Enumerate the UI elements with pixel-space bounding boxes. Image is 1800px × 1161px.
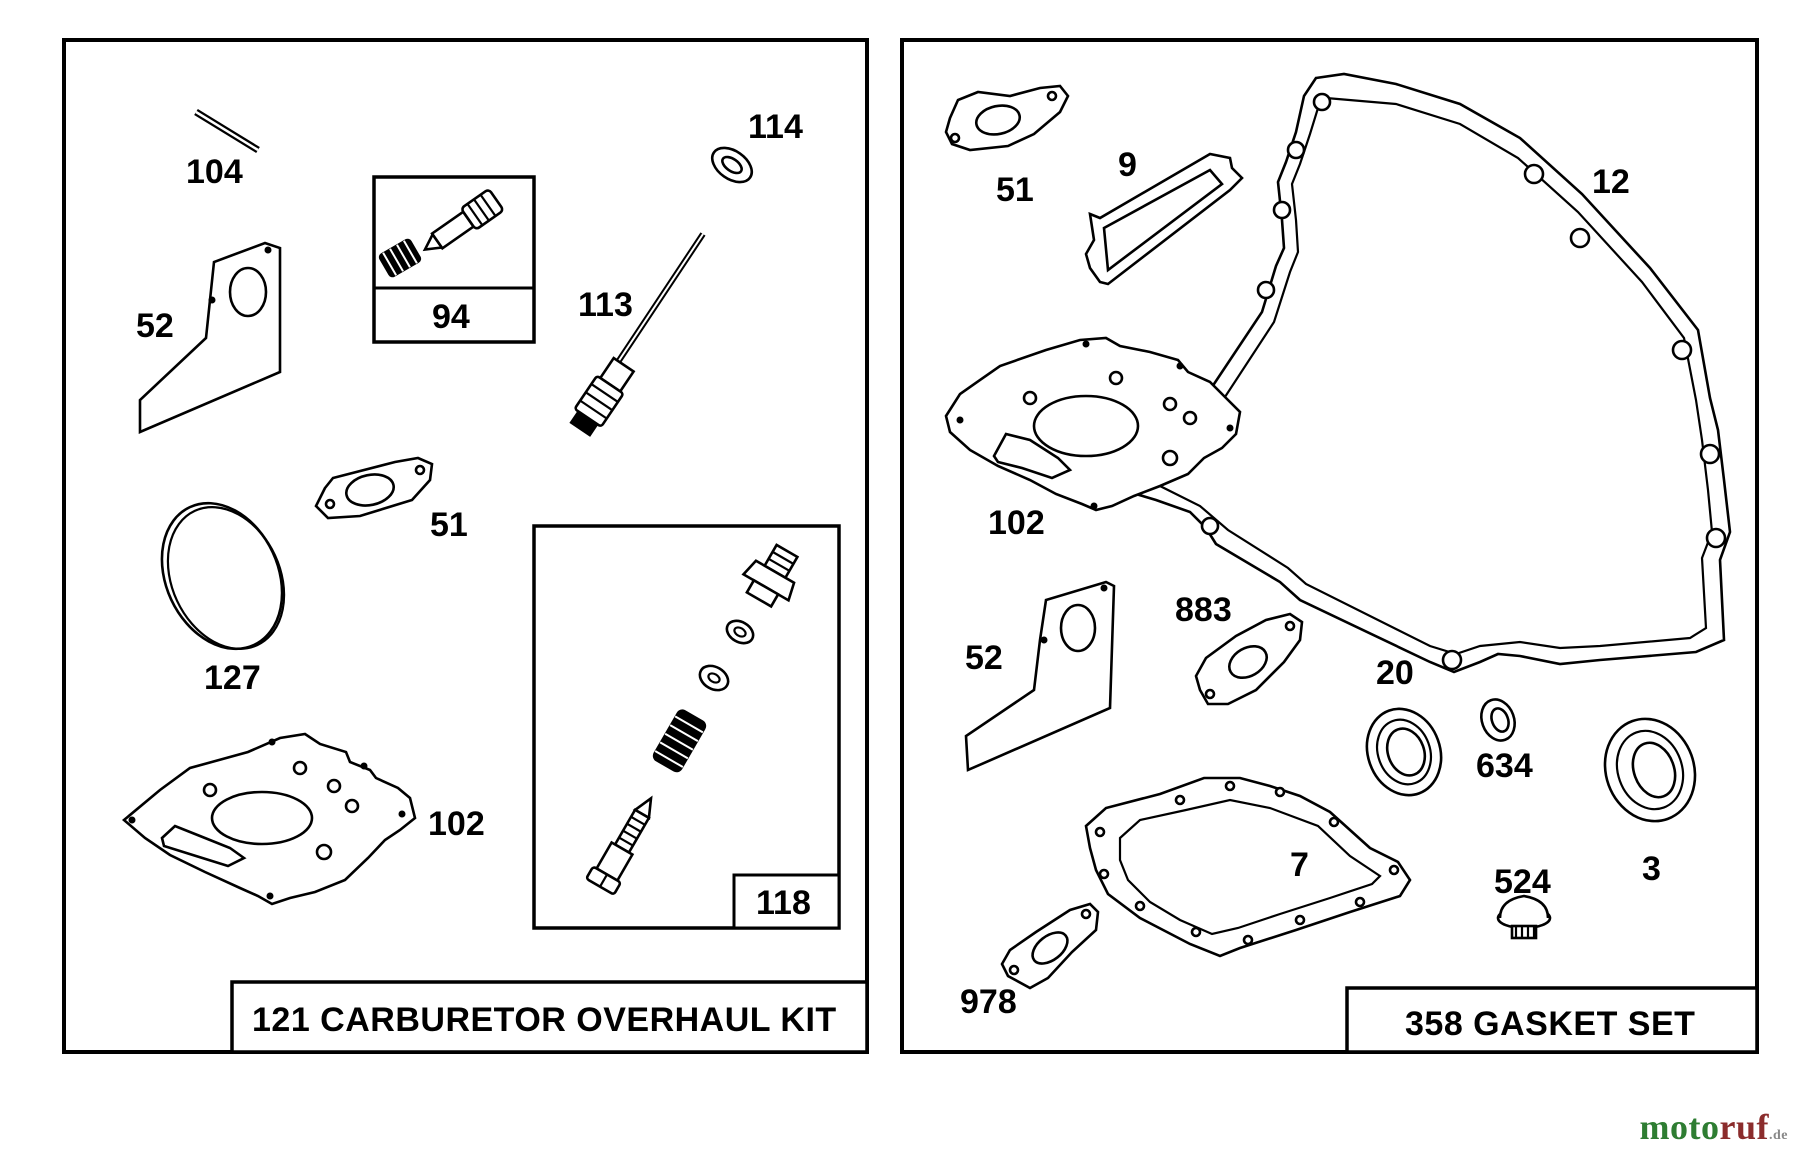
label-51-left: 51 <box>430 506 468 544</box>
right-kit-label: 358 GASKET SET <box>1405 1005 1695 1043</box>
gasket-978 <box>1000 902 1100 990</box>
label-127: 127 <box>204 659 261 697</box>
gasket-52-left <box>138 241 282 434</box>
right-panel: 358 GASKET SET 51 9 <box>900 38 1759 1054</box>
label-634: 634 <box>1476 747 1533 785</box>
needle-113 <box>569 232 706 437</box>
gasket-52-right <box>964 580 1116 772</box>
seal-634 <box>1480 698 1516 742</box>
label-102-left: 102 <box>428 805 485 843</box>
gasket-102-left <box>121 732 417 906</box>
label-524: 524 <box>1494 863 1551 901</box>
label-883: 883 <box>1175 591 1232 629</box>
part-94-box: 94 <box>372 175 536 344</box>
part-118-box: 118 <box>532 524 841 930</box>
watermark-domain: .de <box>1769 1128 1788 1143</box>
label-52-right: 52 <box>965 639 1003 677</box>
label-7: 7 <box>1290 846 1309 884</box>
plug-524 <box>1496 894 1552 940</box>
left-panel: 121 CARBURETOR OVERHAUL KIT 104 <box>62 38 869 1054</box>
motoruf-watermark: motoruf.de <box>1640 1106 1788 1148</box>
label-978: 978 <box>960 983 1017 1021</box>
gasket-127 <box>160 501 286 651</box>
label-102-right: 102 <box>988 504 1045 542</box>
label-118: 118 <box>756 884 811 922</box>
washer-114 <box>710 146 754 184</box>
label-113: 113 <box>578 286 633 324</box>
gasket-51-left <box>314 456 434 520</box>
label-3: 3 <box>1642 850 1661 888</box>
seal-3 <box>1603 717 1697 823</box>
gasket-9 <box>1084 152 1244 286</box>
left-kit-label: 121 CARBURETOR OVERHAUL KIT <box>252 1001 837 1039</box>
right-panel-frame <box>900 38 1759 1054</box>
left-kit-box <box>230 980 869 1054</box>
label-20: 20 <box>1376 654 1414 692</box>
watermark-part-a: moto <box>1639 1107 1720 1147</box>
label-94: 94 <box>432 298 470 336</box>
right-kit-box <box>1345 986 1759 1054</box>
label-51-right: 51 <box>996 171 1034 209</box>
label-12: 12 <box>1592 163 1630 201</box>
label-9: 9 <box>1118 146 1137 184</box>
gasket-7 <box>1084 776 1412 958</box>
label-114: 114 <box>748 108 803 146</box>
gasket-883 <box>1194 612 1304 706</box>
label-104: 104 <box>186 153 243 191</box>
label-52-left: 52 <box>136 307 174 345</box>
watermark-part-b: ruf <box>1719 1107 1769 1147</box>
seal-20 <box>1365 707 1443 797</box>
gasket-102-right <box>944 336 1242 512</box>
gasket-51-right <box>944 84 1070 152</box>
